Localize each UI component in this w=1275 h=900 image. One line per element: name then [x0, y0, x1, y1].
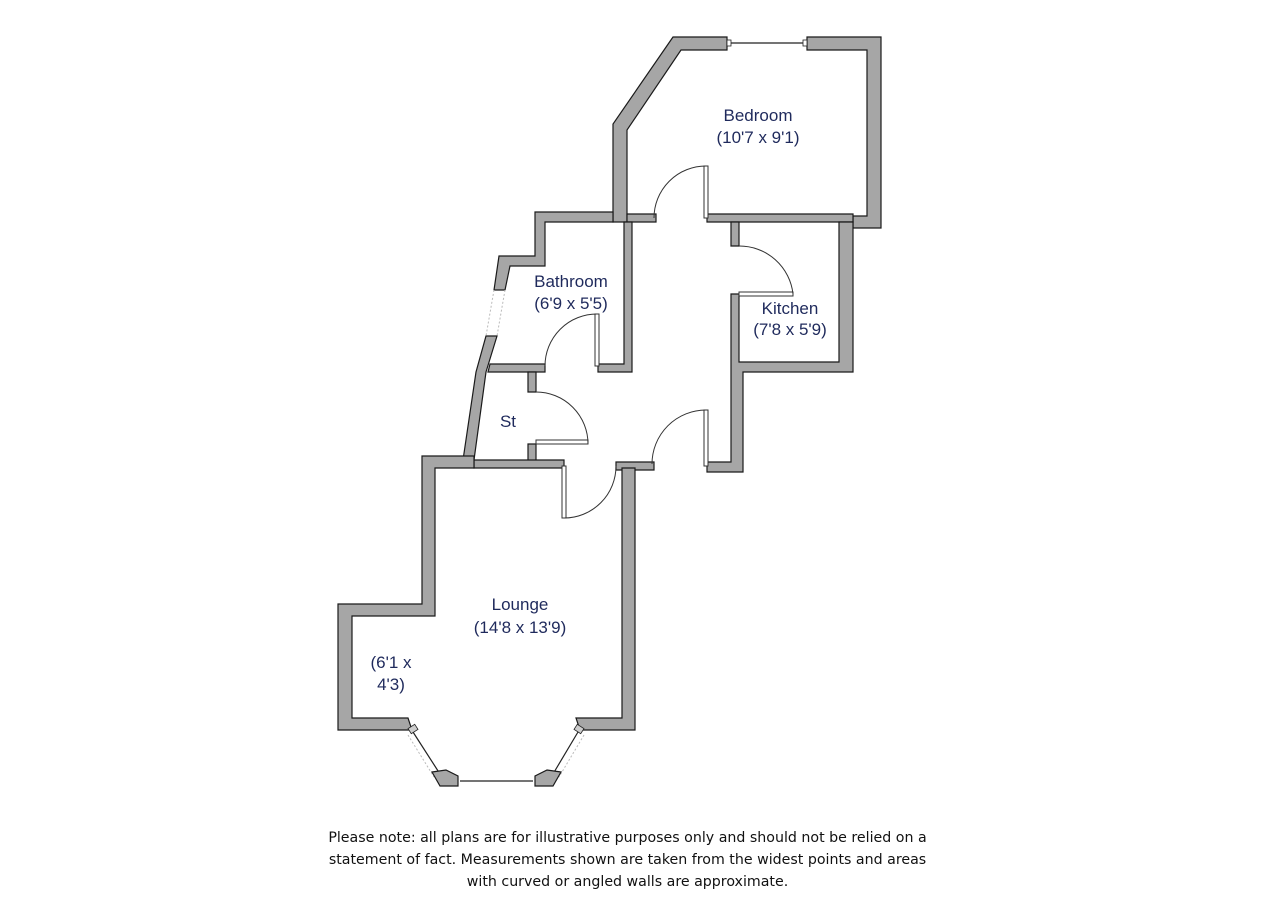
kitchen-walls — [706, 221, 854, 473]
disclaimer-line-1: Please note: all plans are for illustrat… — [328, 830, 927, 846]
bathroom-dimensions: (6'9 x 5'5) — [534, 294, 608, 313]
lounge-name: Lounge — [492, 595, 549, 614]
bay-dimensions-line2: 4'3) — [377, 675, 405, 694]
bathroom-door — [544, 313, 600, 367]
bedroom-name: Bedroom — [724, 106, 793, 125]
kitchen-dimensions: (7'8 x 5'9) — [753, 320, 827, 339]
bedroom-window — [726, 39, 808, 47]
bathroom-window — [485, 289, 506, 337]
lounge-door — [561, 465, 617, 519]
storage-name: St — [500, 412, 516, 431]
disclaimer-line-2: statement of fact. Measurements shown ar… — [328, 852, 927, 868]
storage-walls — [527, 371, 537, 463]
disclaimer: Please note: all plans are for illustrat… — [300, 827, 955, 893]
kitchen-name: Kitchen — [762, 299, 819, 318]
bedroom-walls — [612, 36, 882, 229]
bedroom-door — [653, 165, 709, 219]
bathroom-walls — [462, 211, 633, 461]
kitchen-door — [738, 245, 794, 297]
bay-dimensions-line1: (6'1 x — [370, 653, 412, 672]
bay-window — [407, 723, 585, 787]
lounge-dimensions: (14'8 x 13'9) — [474, 618, 567, 637]
bedroom-dimensions: (10'7 x 9'1) — [716, 128, 799, 147]
hall-door — [651, 409, 709, 467]
bathroom-name: Bathroom — [534, 272, 608, 291]
disclaimer-line-3: with curved or angled walls are approxim… — [466, 874, 789, 890]
storage-door — [535, 391, 589, 445]
